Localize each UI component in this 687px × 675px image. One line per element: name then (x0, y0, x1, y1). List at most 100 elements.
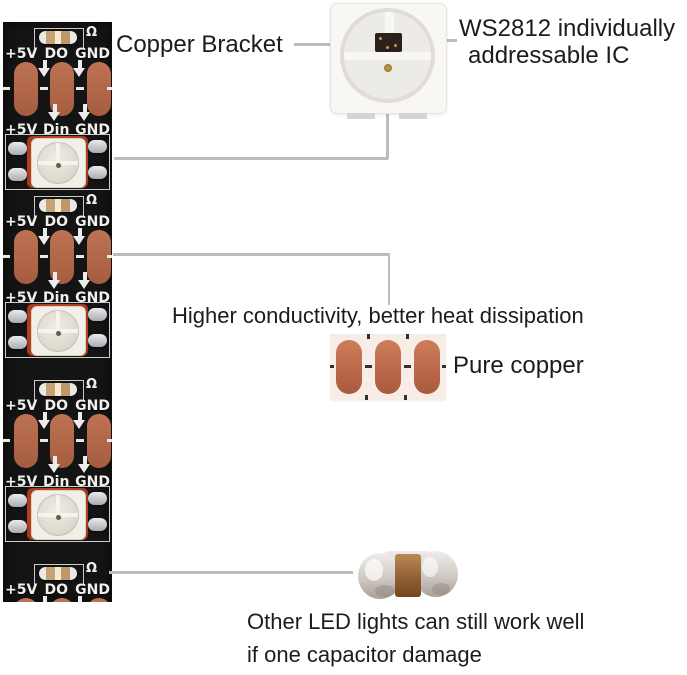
copper-pad (14, 230, 38, 284)
caption-line2: if one capacitor damage (247, 642, 482, 667)
cut-mark (76, 439, 84, 442)
conductivity-label: Higher conductivity, better heat dissipa… (172, 303, 584, 328)
conductivity-leader-line-horizontal (113, 253, 390, 256)
led-silkscreen-outline (5, 134, 110, 190)
led-footprint (3, 302, 112, 358)
pure-copper-image (330, 334, 446, 400)
magnified-capacitor (358, 551, 458, 599)
copper-bracket-leader-line (294, 43, 342, 46)
solder-joint (88, 308, 107, 321)
solder-joint (88, 518, 107, 531)
copper-pad (14, 598, 38, 602)
capacitor-silkscreen-outline (34, 380, 84, 401)
pin-row: +5V DO GND (3, 398, 112, 414)
capacitor-silkscreen-outline (34, 28, 84, 49)
pure-copper-pad (375, 340, 401, 394)
solder-pads (3, 598, 112, 602)
cut-mark (365, 395, 368, 400)
down-arrow-icon (78, 104, 91, 121)
cut-mark (40, 439, 48, 442)
pin-label-do: DO (44, 214, 68, 230)
smd-capacitor (39, 382, 77, 396)
led-die-dot (56, 515, 61, 520)
led-die-dot (384, 64, 392, 72)
pin-label-gnd: GND (75, 582, 110, 598)
solder-joint (8, 310, 27, 323)
solder-joint (88, 166, 107, 179)
ws2812-label-line1: WS2812 individually (459, 15, 676, 42)
down-arrow-icon (78, 272, 91, 289)
led-dome (37, 494, 79, 536)
pin-label-5v: +5V (5, 582, 38, 598)
solder-joint (88, 140, 107, 153)
solder-joint (88, 492, 107, 505)
down-arrow-icon (73, 596, 86, 602)
caption-line1: Other LED lights can still work well (247, 609, 585, 634)
led-package (31, 490, 86, 540)
smd-capacitor (39, 30, 77, 44)
led-die-dot (56, 163, 61, 168)
conductivity-leader-line-vertical (387, 253, 390, 305)
pure-copper-pad (414, 340, 440, 394)
cut-mark (107, 87, 112, 90)
down-arrow-icon (73, 412, 86, 429)
led-silkscreen-outline (5, 486, 110, 542)
solder-joint (8, 142, 27, 155)
copper-bracket-label: Copper Bracket (116, 31, 283, 58)
cut-mark (40, 255, 48, 258)
pin-label-gnd: GND (75, 214, 110, 230)
strip-segment: Ω +5V DO GND (3, 558, 112, 602)
solder-joint (8, 520, 27, 533)
omega-label: Ω (86, 377, 98, 392)
strip-segment: Ω +5V DO GND +5V Din GND (3, 190, 112, 372)
led-dome (37, 142, 79, 184)
pin-label-5v: +5V (5, 398, 38, 414)
copper-pad (14, 62, 38, 116)
omega-label: Ω (86, 561, 98, 576)
down-arrow-icon (73, 228, 86, 245)
smd-capacitor (39, 566, 77, 580)
omega-label: Ω (86, 25, 98, 40)
led-silkscreen-outline (5, 302, 110, 358)
cut-mark (3, 87, 10, 90)
led-die-dot (56, 331, 61, 336)
down-arrow-icon (38, 596, 51, 602)
pin-label-do: DO (44, 46, 68, 62)
pin-label-gnd: GND (75, 46, 110, 62)
down-arrow-icon (38, 228, 51, 245)
led-package (31, 138, 86, 188)
down-arrow-icon (38, 60, 51, 77)
down-arrow-icon (78, 456, 91, 473)
led-footprint (3, 134, 112, 190)
pin-label-gnd: GND (75, 398, 110, 414)
pin-row: +5V DO GND (3, 582, 112, 598)
copper-pad (50, 598, 74, 602)
pin-row: +5V DO GND (3, 214, 112, 230)
pure-copper-label: Pure copper (453, 352, 584, 379)
down-arrow-icon (48, 272, 61, 289)
led-strip: Ω +5V DO GND +5V Din GND (3, 22, 112, 602)
ws2812-ic (375, 33, 402, 52)
down-arrow-icon (48, 456, 61, 473)
cut-mark (40, 87, 48, 90)
down-arrow-icon (48, 104, 61, 121)
led-dome (37, 310, 79, 352)
solder-joint (8, 494, 27, 507)
strip-segment: Ω +5V DO GND +5V Din GND (3, 22, 112, 204)
cut-mark (3, 439, 10, 442)
cut-mark (330, 365, 334, 368)
down-arrow-icon (38, 412, 51, 429)
solder-joint (8, 336, 27, 349)
capacitor-leader-line (109, 571, 353, 574)
cut-mark (442, 365, 446, 368)
capacitor-silkscreen-outline (34, 564, 84, 585)
cut-mark (406, 334, 409, 339)
pure-copper-pad (336, 340, 362, 394)
cut-mark (76, 87, 84, 90)
pin-label-5v: +5V (5, 46, 38, 62)
cut-mark (76, 255, 84, 258)
cut-mark (367, 334, 370, 339)
package-contact-tab (399, 113, 427, 119)
pin-row: +5V DO GND (3, 46, 112, 62)
